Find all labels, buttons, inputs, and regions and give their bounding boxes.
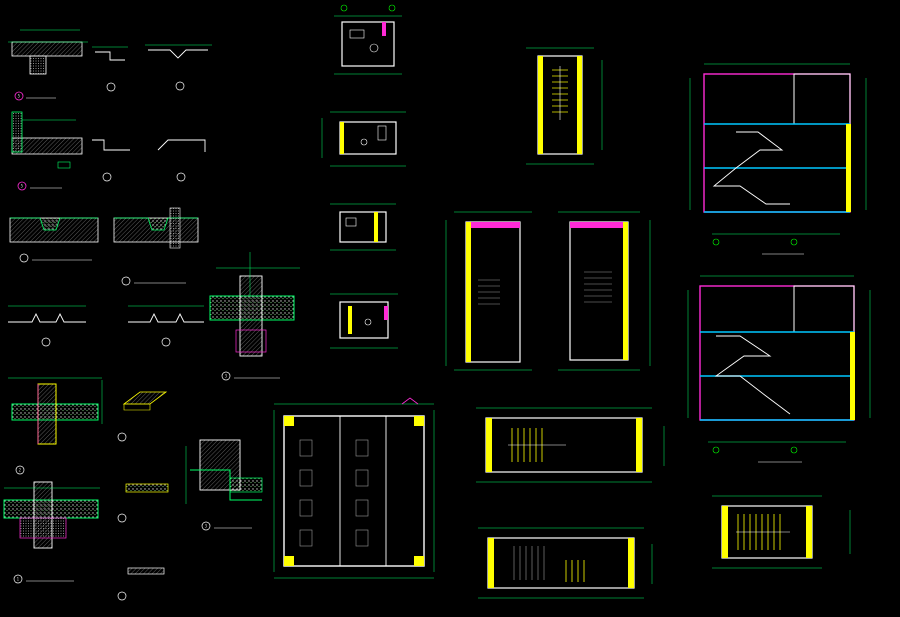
section-sec2 <box>687 275 871 463</box>
large-toilet-plan <box>273 397 435 579</box>
section-sec1 <box>689 63 867 255</box>
stair-plan-s4 <box>476 407 665 483</box>
detail-d3b <box>113 207 199 286</box>
detail-small-yellow <box>117 483 169 601</box>
toilet-plan-t1 <box>334 4 402 75</box>
stair-plan-s5 <box>478 527 653 599</box>
profile-small-b <box>145 44 212 91</box>
detail-d1: 5 <box>8 29 88 101</box>
detail-mark: 3 <box>225 374 228 379</box>
detail-d4: 2 <box>8 377 103 475</box>
stair-plan-group <box>445 47 851 599</box>
toilet-plan-t2 <box>321 111 406 167</box>
detail-d8: 3 <box>209 252 300 381</box>
detail-d5 <box>117 391 168 442</box>
stair-plan-s1 <box>526 47 603 165</box>
detail-mark: 1 <box>17 577 20 582</box>
profile-small-a <box>92 46 128 92</box>
profile-small-c <box>92 139 130 182</box>
stair-plan-s6 <box>712 495 851 569</box>
stair-plan-s2 <box>445 211 532 371</box>
detail-mark: 5 <box>21 184 24 189</box>
detail-d3 <box>9 217 99 263</box>
detail-mark: 3 <box>205 524 208 529</box>
toilet-plan-t4 <box>330 293 398 349</box>
detail-d7: 3 <box>185 439 263 531</box>
toilet-plan-t3 <box>330 203 396 251</box>
profile-small-d <box>157 139 206 182</box>
detail-group-left: 5 5 <box>3 29 300 601</box>
toilet-plan-column <box>321 4 406 349</box>
detail-d6: 1 <box>3 481 100 584</box>
detail-d2: 5 <box>11 111 83 191</box>
stair-plan-s3 <box>558 211 651 371</box>
profile-row4 <box>8 305 204 347</box>
detail-mark: 5 <box>18 94 21 99</box>
detail-mark: 2 <box>19 468 22 473</box>
